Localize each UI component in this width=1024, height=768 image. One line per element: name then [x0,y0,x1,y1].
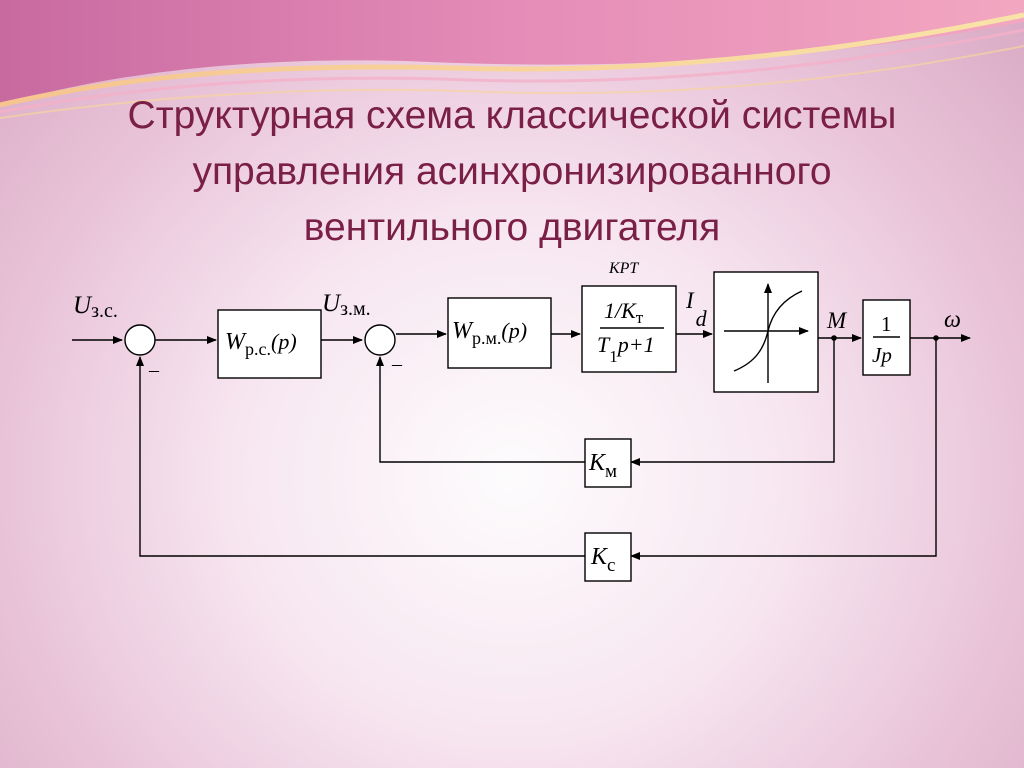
sum1-minus-sign: – [148,359,160,381]
kc-label: Kс [590,544,615,576]
krt-numerator: 1/Kт [604,298,644,327]
summing-junction-1 [124,324,156,356]
torque-feedback-line [630,338,835,466]
km-block [584,438,632,488]
krt-block [581,285,677,373]
title-line-3: вентильного двигателя [303,206,721,249]
speed-regulator-label: Wр.с.(p) [225,329,297,359]
km-label: Kм [588,450,617,482]
summing-junction-2 [364,324,396,356]
torque-reference-label: Uз.м. [322,290,371,320]
kc-block [584,532,632,582]
speed-branch-point [933,335,939,341]
speed-regulator-block [217,309,322,379]
km-to-sum2-line [376,356,585,463]
top-decor-waves [0,0,1024,119]
current-label: Id [685,288,708,331]
converter-block [713,271,819,393]
converter-characteristic-curve [733,290,803,372]
torque-label: M [826,308,848,333]
speed-feedback-line [630,338,937,560]
krt-denominator: T1p+1 [597,332,655,366]
title-line-1: Структурная схема классической системы [127,94,897,137]
kc-to-sum1-line [136,356,585,557]
mech-denominator: Jp [872,343,892,367]
title-line-2: управления асинхронизированного [192,150,832,193]
torque-regulator-block [447,297,552,369]
torque-branch-point [831,335,837,341]
krt-title: КРТ [608,260,639,277]
torque-regulator-label: Wр.м.(p) [452,318,527,348]
slide-title: Структурная схема классической системы у… [40,88,984,256]
sum2-minus-sign: – [391,353,403,375]
input-label: Uз.с. [73,292,118,322]
mech-numerator: 1 [881,312,892,336]
output-label: ω [944,307,961,333]
